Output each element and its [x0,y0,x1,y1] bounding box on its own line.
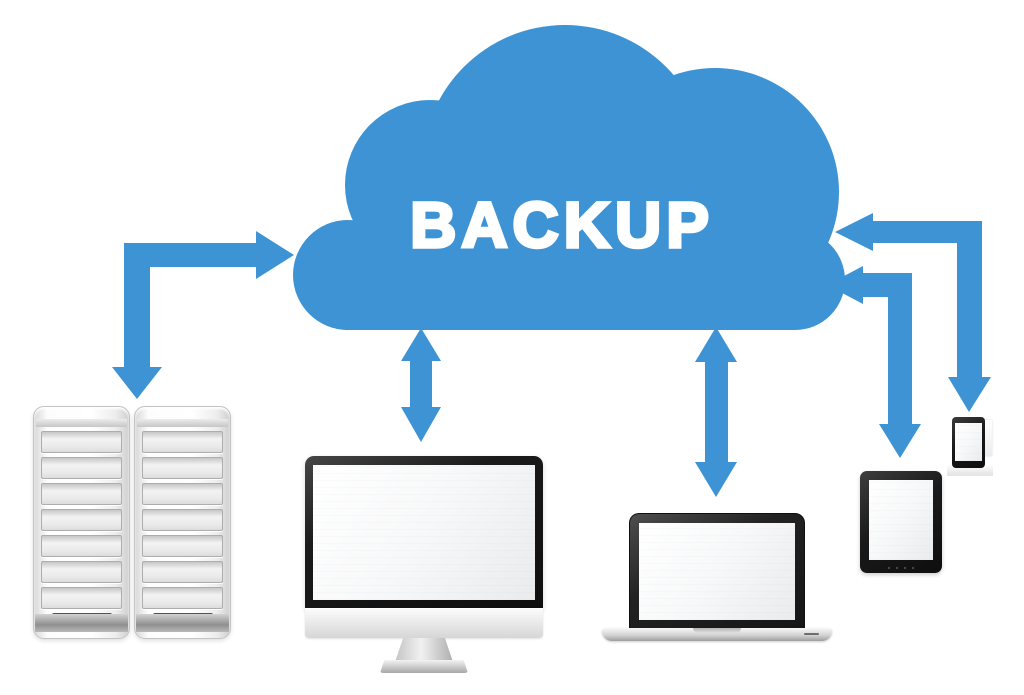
drive-bay [142,483,223,505]
laptop-port-icon [804,633,819,635]
drive-bay [41,457,122,479]
phone-screen [955,423,982,461]
tablet [860,471,942,573]
server-drive-bays [34,427,129,609]
arrow-cloud-servers-icon [112,231,294,399]
server-tower-left [33,406,130,639]
monitor-bezel [305,456,543,608]
drive-bay [142,431,223,453]
drive-bay [142,587,223,609]
drive-bay [142,509,223,531]
button-dot-icon [912,567,914,569]
button-dot-icon [888,567,890,569]
cloud-label: BACKUP [410,189,714,261]
monitor-stand-base [380,660,468,673]
server-drive-bays [135,427,230,609]
server-base [136,614,229,632]
server-base [35,614,128,632]
arrow-cloud-tablet-icon [827,266,921,458]
laptop [602,513,832,641]
drive-bay [41,431,122,453]
laptop-screen [639,523,795,620]
drive-bay [41,535,122,557]
drive-bay [142,457,223,479]
drive-bay [41,509,122,531]
phone-reflection [982,420,992,456]
arrow-cloud-monitor-icon [401,328,441,442]
tablet-screen [869,480,933,560]
server-vent [137,419,228,427]
drive-bay [41,587,122,609]
server-tower-right [134,406,231,639]
monitor-chin [305,608,543,638]
server-vent [36,419,127,427]
laptop-lid-notch [693,628,741,633]
backup-cloud-icon [293,25,845,330]
desktop-monitor [305,456,543,673]
smartphone [946,416,998,478]
cloud-and-arrows [112,25,991,497]
laptop-keyboard-base [602,628,832,641]
drive-bay [41,483,122,505]
arrow-cloud-laptop-icon [695,327,737,497]
monitor-screen [313,465,535,600]
phone-body [952,417,985,468]
monitor-stand-neck [395,638,453,662]
drive-bay [142,561,223,583]
laptop-screen-bezel [629,513,805,629]
arrow-cloud-phone-icon [835,213,991,412]
tablet-buttons [888,567,914,569]
drive-bay [41,561,122,583]
button-dot-icon [904,567,906,569]
drive-bay [142,535,223,557]
button-dot-icon [896,567,898,569]
